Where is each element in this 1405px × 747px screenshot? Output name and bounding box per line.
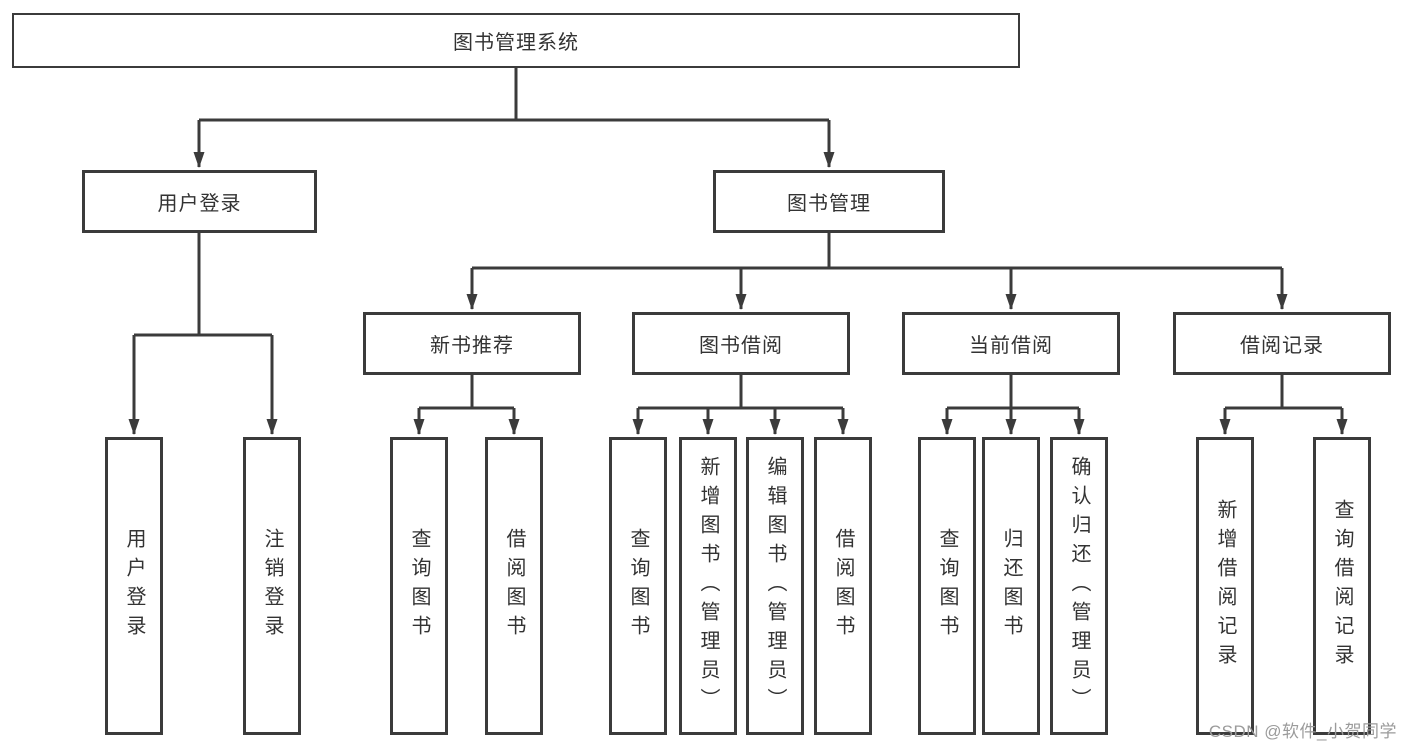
node-library-system: 图书管理系统 xyxy=(12,13,1020,68)
node-book-borrowing-label: 图书借阅 xyxy=(699,335,783,357)
leaf-query-books-recommend-label: 查询图书 xyxy=(408,528,430,644)
node-book-borrowing: 图书借阅 xyxy=(632,312,850,375)
leaf-query-books-borrowing-label: 查询图书 xyxy=(627,528,649,644)
node-user-login-label: 用户登录 xyxy=(157,193,242,215)
leaf-add-borrow-record-label: 新增借阅记录 xyxy=(1214,499,1236,673)
node-book-management-label: 图书管理 xyxy=(787,193,871,215)
leaf-add-borrow-record: 新增借阅记录 xyxy=(1196,437,1254,735)
leaf-borrow-books: 借阅图书 xyxy=(814,437,872,735)
leaf-query-books-current-label: 查询图书 xyxy=(936,528,958,644)
leaf-borrow-books-recommend: 借阅图书 xyxy=(485,437,543,735)
node-book-management: 图书管理 xyxy=(713,170,945,233)
leaf-add-books-admin: 新增图书（管理员） xyxy=(679,437,737,735)
leaf-query-books-borrowing: 查询图书 xyxy=(609,437,667,735)
leaf-add-books-admin-label: 新增图书（管理员） xyxy=(697,455,719,717)
node-new-book-recommend: 新书推荐 xyxy=(363,312,581,375)
leaf-return-books: 归还图书 xyxy=(982,437,1040,735)
node-borrowing-records: 借阅记录 xyxy=(1173,312,1391,375)
leaf-confirm-return-admin: 确认归还（管理员） xyxy=(1050,437,1108,735)
leaf-confirm-return-admin-label: 确认归还（管理员） xyxy=(1068,455,1090,717)
leaf-user-login-label: 用户登录 xyxy=(123,528,145,644)
leaf-query-borrow-record-label: 查询借阅记录 xyxy=(1331,499,1353,673)
leaf-return-books-label: 归还图书 xyxy=(1000,528,1022,644)
leaf-logout: 注销登录 xyxy=(243,437,301,735)
leaf-query-books-recommend: 查询图书 xyxy=(390,437,448,735)
leaf-borrow-books-recommend-label: 借阅图书 xyxy=(503,528,525,644)
leaf-query-borrow-record: 查询借阅记录 xyxy=(1313,437,1371,735)
leaf-borrow-books-label: 借阅图书 xyxy=(832,528,854,644)
leaf-edit-books-admin-label: 编辑图书（管理员） xyxy=(764,455,786,717)
leaf-logout-label: 注销登录 xyxy=(261,528,283,644)
leaf-query-books-current: 查询图书 xyxy=(918,437,976,735)
leaf-edit-books-admin: 编辑图书（管理员） xyxy=(746,437,804,735)
node-user-login: 用户登录 xyxy=(82,170,317,233)
node-library-system-label: 图书管理系统 xyxy=(453,32,579,54)
leaf-user-login: 用户登录 xyxy=(105,437,163,735)
csdn-watermark: CSDN @软件_小贺同学 xyxy=(1208,722,1397,741)
node-borrowing-records-label: 借阅记录 xyxy=(1240,335,1324,357)
node-new-book-recommend-label: 新书推荐 xyxy=(430,335,514,357)
node-current-borrowing: 当前借阅 xyxy=(902,312,1120,375)
node-current-borrowing-label: 当前借阅 xyxy=(969,335,1053,357)
